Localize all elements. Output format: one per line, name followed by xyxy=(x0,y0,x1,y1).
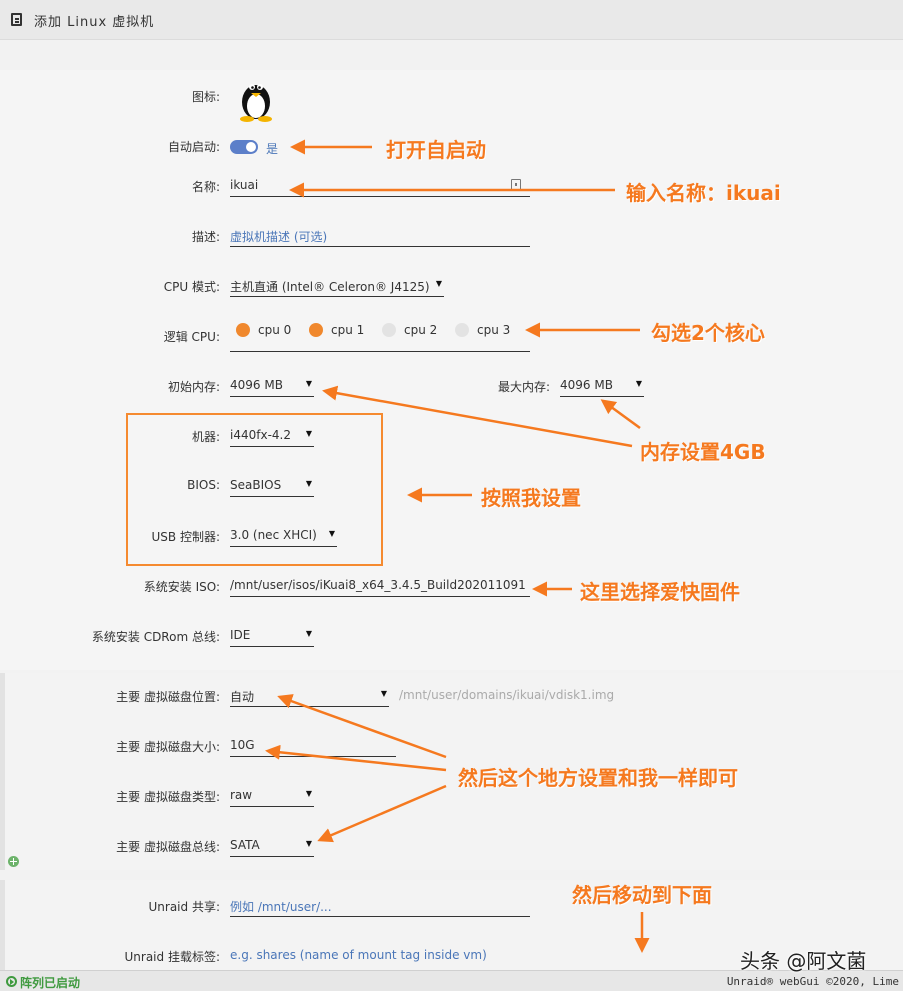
checkbox-checked-icon xyxy=(309,323,323,337)
disk-type-select[interactable]: raw ▼ xyxy=(230,785,314,807)
description-label: 描述: xyxy=(191,230,220,244)
chevron-down-icon: ▼ xyxy=(305,429,312,438)
annotation-highlight-box xyxy=(126,413,383,566)
initial-memory-select[interactable]: 4096 MB ▼ xyxy=(230,375,314,397)
chevron-down-icon: ▼ xyxy=(305,379,312,388)
disk-location-value: 自动 xyxy=(230,690,255,704)
os-iso-label: 系统安装 ISO: xyxy=(143,580,220,594)
annotation-cpu: 勾选2个核心 xyxy=(651,321,765,345)
chevron-down-icon: ▼ xyxy=(305,839,312,848)
disk-location-label: 主要 虚拟磁盘位置: xyxy=(116,690,220,704)
os-cdrom-bus-value: IDE xyxy=(230,628,251,642)
annotation-follow: 按照我设置 xyxy=(481,486,581,510)
cpu-1-checkbox[interactable]: cpu 1 xyxy=(309,323,364,337)
max-memory-value: 4096 MB xyxy=(560,378,613,392)
disk-bus-select[interactable]: SATA ▼ xyxy=(230,835,314,857)
disk-size-label: 主要 虚拟磁盘大小: xyxy=(116,740,220,754)
annotation-memory: 内存设置4GB xyxy=(640,440,766,464)
annotation-name: 输入名称：ikuai xyxy=(626,181,781,205)
unraid-share-input[interactable]: 例如 /mnt/user/... xyxy=(230,895,530,917)
machine-label: 机器: xyxy=(191,430,220,444)
cpu-mode-label: CPU 模式: xyxy=(163,280,220,294)
add-disk-plus-icon[interactable] xyxy=(8,856,19,867)
logical-cpu-label: 逻辑 CPU: xyxy=(163,330,220,344)
description-input[interactable]: 虚拟机描述 (可选) xyxy=(230,225,530,247)
copyright-text: Unraid® webGui ©2020, Lime xyxy=(726,975,899,988)
disk-type-label: 主要 虚拟磁盘类型: xyxy=(116,790,220,804)
autostart-toggle[interactable] xyxy=(230,140,258,154)
disk-bus-value: SATA xyxy=(230,838,260,852)
cpu-2-label: cpu 2 xyxy=(404,323,438,337)
array-status: 阵列已启动 xyxy=(20,976,81,990)
cpu-1-label: cpu 1 xyxy=(331,323,365,337)
mount-tag-label: Unraid 挂载标签: xyxy=(124,950,221,964)
primary-disk-panel xyxy=(0,673,903,870)
chevron-down-icon: ▼ xyxy=(305,479,312,488)
chevron-down-icon: ▼ xyxy=(305,789,312,798)
document-icon xyxy=(11,13,22,26)
disk-type-value: raw xyxy=(230,788,253,802)
chevron-down-icon: ▼ xyxy=(305,629,312,638)
cpu-mode-value: 主机直通 (Intel® Celeron® J4125) xyxy=(230,280,430,294)
autostart-value: 是 xyxy=(266,142,279,156)
bios-value: SeaBIOS xyxy=(230,478,282,492)
window-title: 添加 Linux 虚拟机 xyxy=(34,15,155,30)
disk-bus-label: 主要 虚拟磁盘总线: xyxy=(116,840,220,854)
machine-select[interactable]: i440fx-4.2 ▼ xyxy=(230,425,314,447)
chevron-down-icon: ▼ xyxy=(328,529,335,538)
max-memory-select[interactable]: 4096 MB ▼ xyxy=(560,375,644,397)
os-cdrom-bus-select[interactable]: IDE ▼ xyxy=(230,625,314,647)
autostart-label: 自动启动: xyxy=(167,140,220,154)
machine-value: i440fx-4.2 xyxy=(230,428,291,442)
annotation-autostart: 打开自启动 xyxy=(386,138,486,162)
name-label: 名称: xyxy=(191,180,220,194)
os-cdrom-bus-label: 系统安装 CDRom 总线: xyxy=(91,630,220,644)
disk-size-input[interactable]: 10G xyxy=(230,735,396,757)
usb-controller-label: USB 控制器: xyxy=(151,530,221,544)
chevron-down-icon: ▼ xyxy=(380,689,387,698)
cpu-3-label: cpu 3 xyxy=(477,323,511,337)
disk-location-path: /mnt/user/domains/ikuai/vdisk1.img xyxy=(399,688,615,702)
usb-controller-select[interactable]: 3.0 (nec XHCI) ▼ xyxy=(230,525,337,547)
status-bar: 阵列已启动 Unraid® webGui ©2020, Lime xyxy=(0,970,903,991)
window-titlebar: 添加 Linux 虚拟机 xyxy=(0,0,903,40)
bios-select[interactable]: SeaBIOS ▼ xyxy=(230,475,314,497)
disk-location-select[interactable]: 自动 ▼ xyxy=(230,685,389,707)
checkbox-unchecked-icon xyxy=(455,323,469,337)
watermark: 头条 @阿文菌 xyxy=(740,949,867,973)
vm-settings-panel xyxy=(0,70,903,670)
unraid-share-panel xyxy=(0,880,903,970)
max-memory-label: 最大内存: xyxy=(497,380,550,394)
logical-cpu-group xyxy=(230,327,530,352)
annotation-disk: 然后这个地方设置和我一样即可 xyxy=(458,766,738,790)
icon-label: 图标: xyxy=(191,90,220,104)
unraid-share-label: Unraid 共享: xyxy=(148,900,221,914)
cpu-3-checkbox[interactable]: cpu 3 xyxy=(455,323,510,337)
annotation-iso: 这里选择爱快固件 xyxy=(580,580,740,604)
lock-icon[interactable] xyxy=(511,179,521,190)
os-iso-input[interactable]: /mnt/user/isos/iKuai8_x64_3.4.5_Build202… xyxy=(230,575,530,597)
usb-controller-value: 3.0 (nec XHCI) xyxy=(230,528,317,542)
play-icon xyxy=(6,976,17,987)
checkbox-checked-icon xyxy=(236,323,250,337)
chevron-down-icon: ▼ xyxy=(635,379,642,388)
initial-memory-value: 4096 MB xyxy=(230,378,283,392)
annotation-scroll: 然后移动到下面 xyxy=(572,883,712,907)
checkbox-unchecked-icon xyxy=(382,323,396,337)
linux-penguin-icon[interactable] xyxy=(236,76,276,122)
bios-label: BIOS: xyxy=(187,478,220,492)
cpu-0-checkbox[interactable]: cpu 0 xyxy=(236,323,291,337)
cpu-mode-select[interactable]: 主机直通 (Intel® Celeron® J4125) ▼ xyxy=(230,275,444,297)
cpu-2-checkbox[interactable]: cpu 2 xyxy=(382,323,437,337)
initial-memory-label: 初始内存: xyxy=(167,380,220,394)
chevron-down-icon: ▼ xyxy=(435,279,442,288)
cpu-0-label: cpu 0 xyxy=(258,323,292,337)
mount-tag-input[interactable]: e.g. shares (name of mount tag inside vm… xyxy=(230,948,487,962)
name-input[interactable]: ikuai xyxy=(230,175,530,197)
